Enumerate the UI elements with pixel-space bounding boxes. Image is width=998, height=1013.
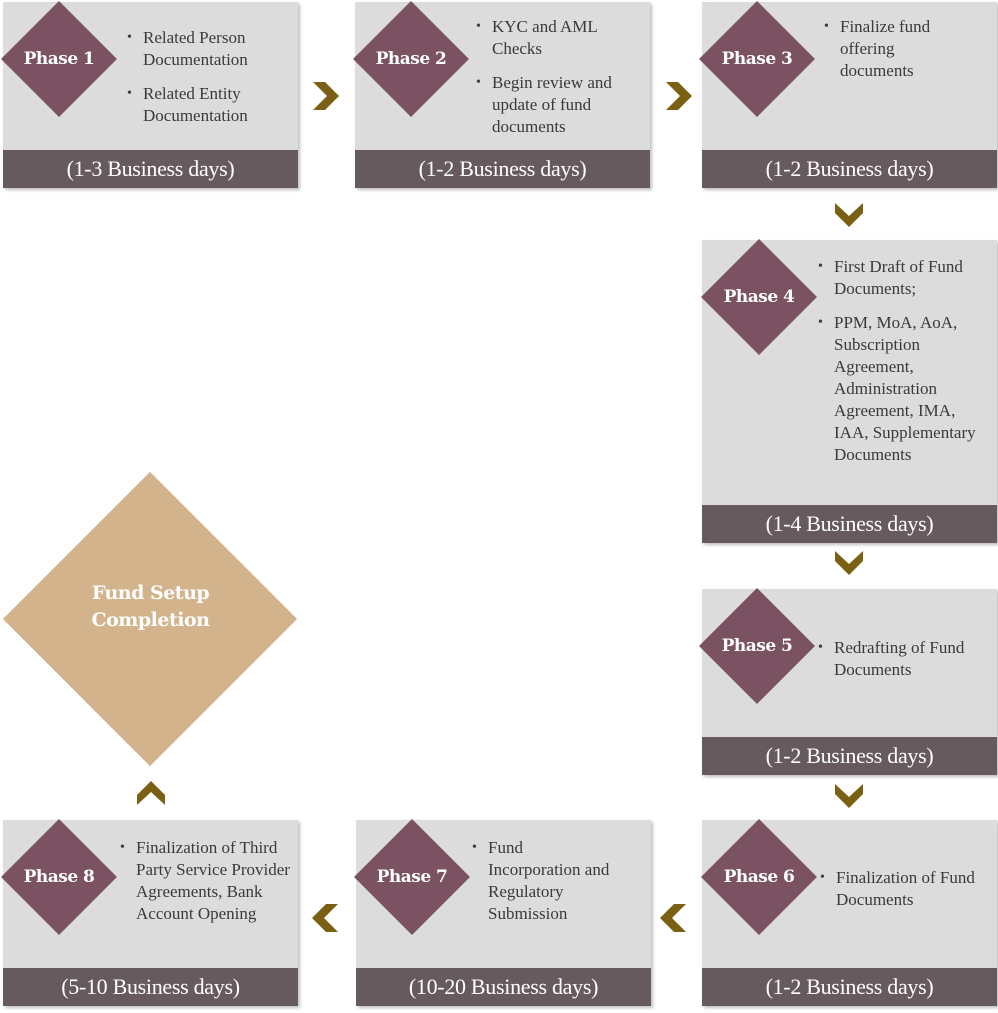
phase-7-diamond: Phase 7	[354, 819, 470, 935]
phase-6-duration: (1-2 Business days)	[702, 968, 997, 1006]
phase-8-label: Phase 8	[23, 867, 95, 887]
phase-2-duration: (1-2 Business days)	[355, 150, 650, 188]
phase-7-items: Fund Incorporation and Regulatory Submis…	[472, 837, 612, 925]
phase-4-item: PPM, MoA, AoA, Subscription Agreement, A…	[818, 312, 990, 466]
phase-6-label: Phase 6	[723, 867, 795, 887]
phase-2-item: Begin review and update of fund document…	[476, 72, 644, 138]
phase-8-diamond: Phase 8	[1, 819, 117, 935]
phase-5-duration: (1-2 Business days)	[702, 737, 997, 775]
phase-1-items: Related Person Documentation Related Ent…	[127, 27, 292, 127]
arrow-phase5-to-phase6	[835, 784, 863, 808]
chevron-down-icon	[835, 203, 863, 227]
arrow-phase4-to-phase5	[835, 551, 863, 575]
phase-7-label: Phase 7	[376, 867, 448, 887]
phase-7-item: Fund Incorporation and Regulatory Submis…	[472, 837, 612, 925]
phase-4-duration: (1-4 Business days)	[702, 505, 997, 543]
chevron-left-icon	[312, 904, 338, 932]
arrow-phase8-to-completion	[137, 781, 165, 805]
arrow-phase1-to-phase2	[313, 82, 339, 110]
phase-5-diamond: Phase 5	[699, 588, 815, 704]
arrow-phase2-to-phase3	[666, 82, 692, 110]
phase-3-label: Phase 3	[721, 49, 793, 69]
completion-label: Fund Setup Completion	[3, 460, 298, 754]
phase-7-duration: (10-20 Business days)	[356, 968, 651, 1006]
phase-4-items: First Draft of Fund Documents; PPM, MoA,…	[818, 256, 990, 466]
phase-6-diamond: Phase 6	[701, 819, 817, 935]
fund-setup-completion: Fund Setup Completion	[2, 471, 298, 767]
chevron-left-icon	[660, 904, 686, 932]
phase-1-duration: (1-3 Business days)	[3, 150, 298, 188]
phase-8-duration: (5-10 Business days)	[3, 968, 298, 1006]
phase-3-diamond: Phase 3	[699, 1, 815, 117]
phase-1-card: Related Person Documentation Related Ent…	[3, 2, 298, 188]
phase-4-card: First Draft of Fund Documents; PPM, MoA,…	[702, 240, 997, 543]
phase-2-items: KYC and AML Checks Begin review and upda…	[476, 16, 644, 138]
chevron-right-icon	[313, 82, 339, 110]
phase-5-items: Redrafting of Fund Documents	[818, 637, 990, 681]
chevron-down-icon	[835, 784, 863, 808]
completion-label-line1: Fund Setup	[91, 582, 210, 604]
completion-label-line2: Completion	[91, 609, 210, 631]
phase-3-duration: (1-2 Business days)	[702, 150, 997, 188]
phase-8-items: Finalization of Third Party Service Prov…	[120, 837, 295, 925]
phase-2-item: KYC and AML Checks	[476, 16, 644, 60]
phase-3-items: Finalize fund offering documents	[824, 16, 964, 82]
arrow-phase6-to-phase7	[660, 904, 686, 932]
chevron-down-icon	[835, 551, 863, 575]
phase-2-label: Phase 2	[375, 49, 447, 69]
phase-4-item: First Draft of Fund Documents;	[818, 256, 990, 300]
phase-2-diamond: Phase 2	[353, 1, 469, 117]
phase-8-item: Finalization of Third Party Service Prov…	[120, 837, 295, 925]
phase-3-item: Finalize fund offering documents	[824, 16, 964, 82]
phase-1-diamond: Phase 1	[1, 1, 117, 117]
phase-1-item: Related Person Documentation	[127, 27, 292, 71]
phase-4-label: Phase 4	[723, 287, 795, 307]
phase-1-item: Related Entity Documentation	[127, 83, 292, 127]
arrow-phase3-to-phase4	[835, 203, 863, 227]
phase-6-items: Finalization of Fund Documents	[820, 867, 992, 911]
phase-5-label: Phase 5	[721, 636, 793, 656]
phase-5-item: Redrafting of Fund Documents	[818, 637, 990, 681]
chevron-up-icon	[137, 781, 165, 805]
arrow-phase7-to-phase8	[312, 904, 338, 932]
chevron-right-icon	[666, 82, 692, 110]
phase-4-diamond: Phase 4	[701, 239, 817, 355]
phase-1-label: Phase 1	[23, 49, 95, 69]
phase-6-item: Finalization of Fund Documents	[820, 867, 992, 911]
